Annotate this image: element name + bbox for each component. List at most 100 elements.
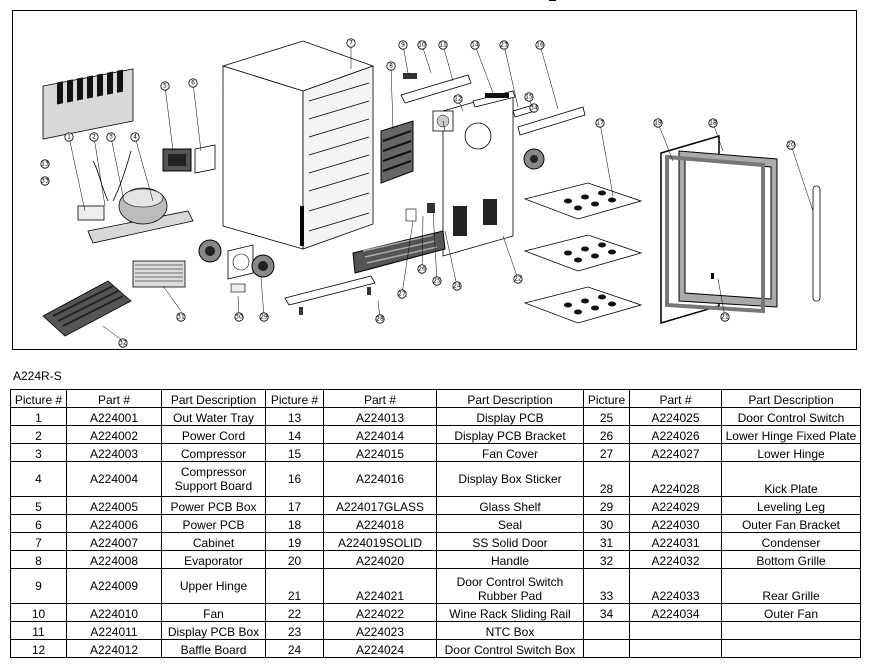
cell-part: A224009 (66, 568, 162, 604)
svg-text:24: 24 (453, 283, 461, 290)
cell-picture: 22 (265, 603, 324, 622)
callout-30: 30 (234, 312, 244, 322)
cell-picture: 23 (265, 621, 324, 640)
cell-picture: 34 (583, 603, 630, 622)
cell-picture: 11 (10, 621, 67, 640)
svg-text:3: 3 (109, 134, 113, 141)
cell-part: A224023 (323, 621, 437, 640)
parts-table: Picture # Part # Part Description Pictur… (10, 389, 861, 658)
svg-text:19: 19 (654, 120, 662, 127)
header-picture-1: Picture # (10, 389, 67, 408)
cell-description: Compressor Support Board (161, 461, 266, 497)
callout-9: 9 (398, 40, 408, 50)
cell-description: Condenser (721, 532, 861, 551)
cell-part: A224006 (66, 514, 162, 533)
model-label: A224R-S (13, 369, 62, 383)
svg-text:5: 5 (163, 83, 167, 90)
svg-text:25: 25 (433, 278, 441, 285)
svg-text:26: 26 (418, 266, 426, 273)
cell-part (629, 621, 722, 640)
cell-description: Kick Plate (721, 461, 861, 497)
cell-picture: 21 (265, 568, 324, 604)
cell-picture: 2 (10, 425, 67, 444)
cell-part: A224003 (66, 443, 162, 462)
svg-text:31: 31 (177, 314, 185, 321)
cell-description: SS Solid Door (436, 532, 584, 551)
cell-part: A224031 (629, 532, 722, 551)
callout-18: 18 (708, 118, 718, 128)
svg-text:28: 28 (376, 316, 384, 323)
callout-12: 12 (453, 94, 463, 104)
svg-text:4: 4 (133, 134, 137, 141)
svg-text:1: 1 (67, 134, 71, 141)
svg-text:21: 21 (721, 314, 729, 321)
cell-picture: 16 (265, 461, 324, 497)
cell-part: A224005 (66, 496, 162, 515)
cell-description: Seal (436, 514, 584, 533)
callout-34: 34 (529, 103, 539, 113)
cell-part: A224015 (323, 443, 437, 462)
cell-part: A224032 (629, 550, 722, 569)
svg-text:30: 30 (235, 314, 243, 321)
cell-picture: 32 (583, 550, 630, 569)
cell-picture: 3 (10, 443, 67, 462)
svg-text:29: 29 (260, 314, 268, 321)
top-mark (549, 0, 556, 1)
callout-33: 33 (40, 176, 50, 186)
callout-29: 29 (259, 312, 269, 322)
cell-description: Cabinet (161, 532, 266, 551)
cell-picture: 20 (265, 550, 324, 569)
cell-part: A224019SOLID (323, 532, 437, 551)
cell-picture: 13 (265, 407, 324, 426)
cell-picture: 19 (265, 532, 324, 551)
svg-text:18: 18 (709, 120, 717, 127)
callouts: 13 1 2 3 4 5 6 7 8 9 10 11 12 14 15 16 1… (40, 38, 796, 348)
svg-text:6: 6 (191, 80, 195, 87)
cell-part: A224033 (629, 568, 722, 604)
svg-text:8: 8 (389, 63, 393, 70)
header-picture-2: Picture # (265, 389, 324, 408)
cell-description: Handle (436, 550, 584, 569)
cell-picture: 26 (583, 425, 630, 444)
callout-10: 10 (417, 40, 427, 50)
cell-picture: 25 (583, 407, 630, 426)
exploded-view-svg: 13 1 2 3 4 5 6 7 8 9 10 11 12 14 15 16 1… (40, 38, 821, 348)
header-part-1: Part # (66, 389, 162, 408)
cell-picture (583, 639, 630, 658)
cell-picture: 1 (10, 407, 67, 426)
cell-picture: 28 (583, 461, 630, 497)
cell-picture (583, 621, 630, 640)
cell-part: A224008 (66, 550, 162, 569)
callout-16: 16 (535, 40, 545, 50)
header-description-2: Part Description (436, 389, 584, 408)
cell-part: A224021 (323, 568, 437, 604)
cell-description: Lower Hinge (721, 443, 861, 462)
baffle-board-drawing (432, 90, 545, 257)
cell-part (629, 639, 722, 658)
cell-description: Display PCB Bracket (436, 425, 584, 444)
cell-part: A224014 (323, 425, 437, 444)
cell-picture: 33 (583, 568, 630, 604)
cell-part: A224011 (66, 621, 162, 640)
cell-part: A224004 (66, 461, 162, 497)
evaporator-drawing (380, 120, 414, 184)
cell-description: Door Control Switch Box (436, 639, 584, 658)
cell-description: Lower Hinge Fixed Plate (721, 425, 861, 444)
callout-6: 6 (188, 78, 198, 88)
cell-part: A224010 (66, 603, 162, 622)
cell-description: Power PCB Box (161, 496, 266, 515)
cell-picture: 12 (10, 639, 67, 658)
cell-description: Fan Cover (436, 443, 584, 462)
callout-25: 25 (432, 276, 442, 286)
cell-picture: 14 (265, 425, 324, 444)
callout-27: 27 (397, 289, 407, 299)
cell-picture: 6 (10, 514, 67, 533)
cell-picture: 5 (10, 496, 67, 515)
cell-description: Leveling Leg (721, 496, 861, 515)
header-description-3: Part Description (721, 389, 861, 408)
